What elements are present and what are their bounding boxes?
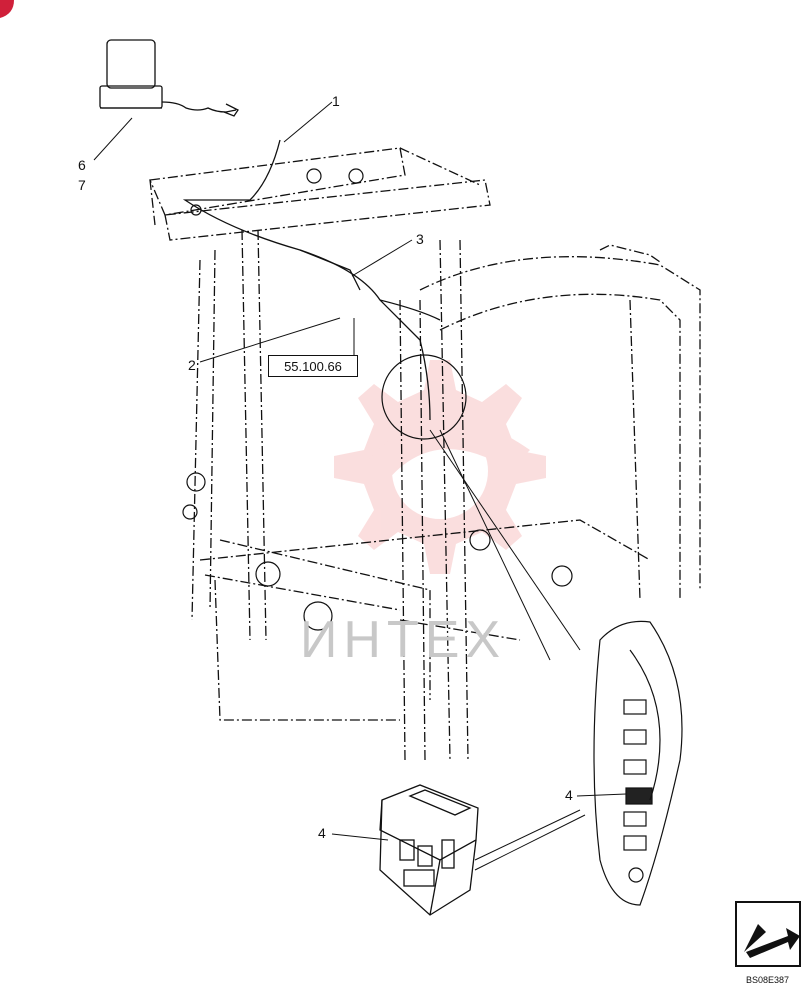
- callout-7: 7: [78, 177, 86, 193]
- upper-crossbar: [149, 147, 491, 241]
- callout-4-left: 4: [318, 825, 326, 841]
- watermark-text: ИНТЕХ: [300, 611, 507, 669]
- rocker-switch: [379, 784, 479, 916]
- rocker-switch-highlighted: [625, 787, 653, 805]
- view-direction-icon: [735, 901, 801, 967]
- lower-crossmember: [199, 519, 651, 721]
- section-reference-box[interactable]: 55.100.66: [268, 355, 358, 377]
- callout-2: 2: [188, 357, 196, 373]
- beacon-lamp: [99, 39, 239, 117]
- corner-mark: [0, 0, 14, 18]
- rear-arch: [419, 244, 701, 601]
- leader-lines: [93, 101, 627, 841]
- left-upright: [191, 229, 267, 641]
- frame-holes: [182, 168, 573, 631]
- callout-3: 3: [416, 231, 424, 247]
- projection-lines: [429, 429, 586, 871]
- wiring-harness: [182, 139, 441, 421]
- switch-panel-inset: [593, 620, 683, 906]
- detail-circle: [381, 354, 467, 440]
- callout-4-right: 4: [565, 787, 573, 803]
- callout-6: 6: [78, 157, 86, 173]
- right-upright: [399, 239, 469, 761]
- callout-1: 1: [332, 93, 340, 109]
- image-code: BS08E387: [746, 975, 790, 985]
